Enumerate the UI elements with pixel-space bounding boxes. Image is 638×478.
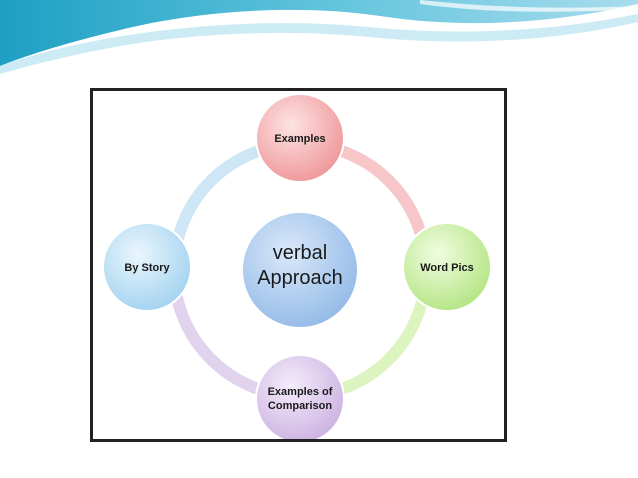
cycle-diagram: verbal Approach Examples Word Pics Examp… xyxy=(102,93,492,439)
node-word-pics-label: Word Pics xyxy=(420,262,474,274)
header-wave-decoration xyxy=(0,0,638,74)
wave-band-dark xyxy=(0,0,638,66)
node-by-story-label: By Story xyxy=(124,262,170,274)
diagram-frame: verbal Approach Examples Word Pics Examp… xyxy=(90,88,507,442)
node-comparison-label-line-1: Examples of xyxy=(268,386,333,398)
center-label-line-1: verbal xyxy=(273,242,327,264)
node-examples-of-comparison: Examples of Comparison xyxy=(255,354,345,439)
center-label-line-2: Approach xyxy=(257,267,343,289)
wave-band-light xyxy=(0,14,638,74)
node-examples: Examples xyxy=(255,93,345,183)
wave-streak xyxy=(420,0,638,12)
node-by-story: By Story xyxy=(102,222,192,312)
node-word-pics: Word Pics xyxy=(402,222,492,312)
center-node: verbal Approach xyxy=(241,211,359,329)
node-examples-label: Examples xyxy=(274,133,325,145)
node-comparison-label-line-2: Comparison xyxy=(268,400,332,412)
